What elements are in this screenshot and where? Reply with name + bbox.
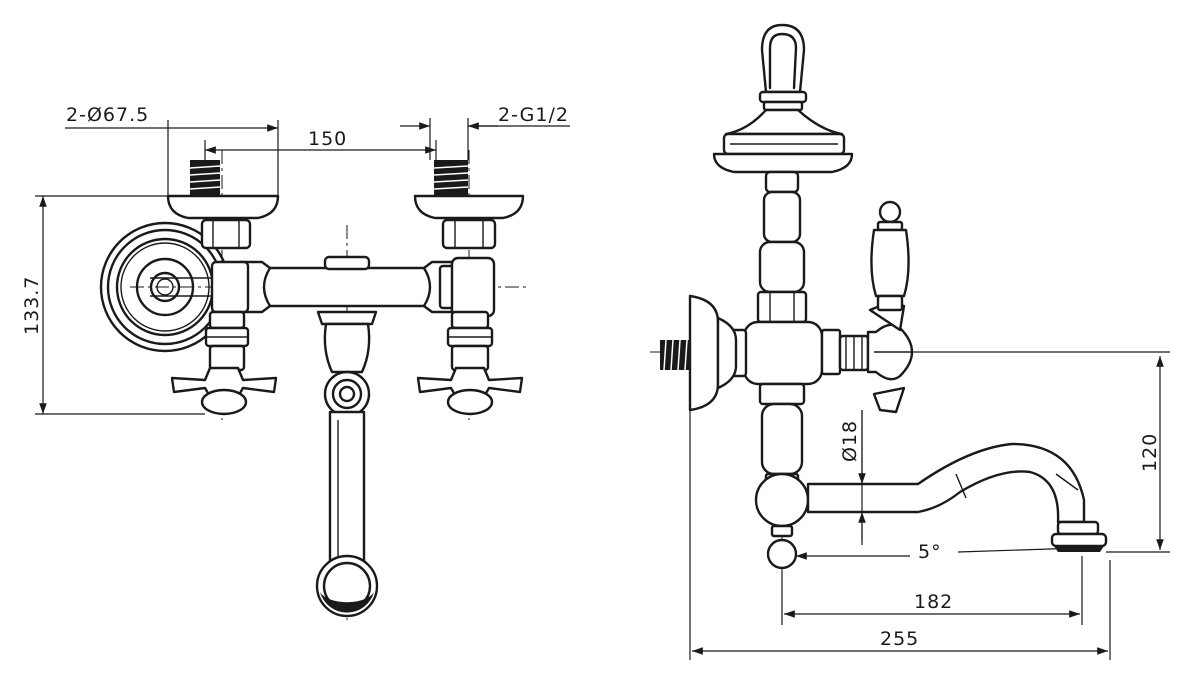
- dim-total-reach: 255: [880, 628, 919, 650]
- side-wall-flange: [660, 294, 738, 412]
- left-valve-handle: [170, 310, 278, 416]
- front-dimensions: [35, 118, 570, 415]
- dim-center-distance: 150: [308, 128, 347, 150]
- side-spout: [806, 442, 1108, 552]
- label-thread-size: 2-G1/2: [498, 104, 569, 126]
- mixer-body: [150, 255, 496, 318]
- dim-spout-diameter: Ø18: [839, 420, 861, 462]
- dim-height: 133.7: [21, 276, 43, 335]
- label-inlet-diameter: 2-Ø67.5: [66, 104, 149, 126]
- right-escutcheon: [413, 194, 525, 220]
- left-escutcheon: [166, 194, 280, 220]
- handshower-holder: [712, 23, 854, 174]
- left-thread-nipple: [189, 160, 221, 195]
- dim-outlet-height: 120: [1139, 433, 1161, 472]
- lower-body: [754, 382, 810, 570]
- right-valve-handle: [416, 310, 524, 416]
- porcelain-lever-handle: [870, 200, 910, 312]
- dim-angle: 5°: [918, 541, 942, 563]
- front-spout: [315, 310, 379, 618]
- right-thread-nipple: [433, 160, 469, 195]
- side-dimensions: [689, 351, 1170, 660]
- side-view: Ø18 120 5° 182 255: [650, 23, 1170, 660]
- riser-pipe: [756, 170, 808, 324]
- side-valve-body: [718, 300, 914, 414]
- dim-spout-reach: 182: [914, 591, 953, 613]
- front-view: 2-Ø67.5 2-G1/2 150 133.7: [21, 104, 570, 620]
